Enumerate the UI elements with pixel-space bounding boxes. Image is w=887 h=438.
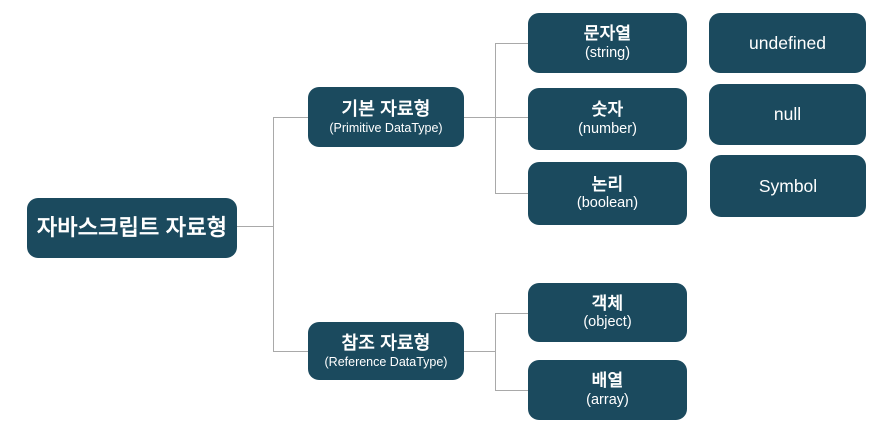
node-null: null [709,84,866,145]
connector-reference-trunk [495,313,496,390]
node-label: null [773,104,802,125]
node-label: 문자열 [583,24,632,44]
connector-reference-horizontal [464,351,495,352]
connector-to-primitive [273,117,308,118]
node-label: 객체 [591,293,624,313]
node-label: 배열 [591,371,624,391]
node-string: 문자열 (string) [528,13,687,73]
node-symbol: Symbol [710,155,866,217]
node-sublabel: (Primitive DataType) [329,120,443,135]
node-label: 기본 자료형 [341,98,431,119]
node-undefined: undefined [709,13,866,73]
connector-primitive-trunk [495,43,496,194]
connector-to-string [495,43,528,44]
node-object: 객체 (object) [528,283,687,342]
node-label: 논리 [591,174,624,194]
connector-to-array [495,390,528,391]
connector-primitive-horizontal [464,117,528,118]
node-label: undefined [749,32,826,53]
node-sublabel: (string) [584,44,631,61]
node-sublabel: (boolean) [576,195,639,212]
node-sublabel: (object) [583,314,632,331]
node-javascript-datatypes: 자바스크립트 자료형 [27,198,237,258]
node-number: 숫자 (number) [528,88,687,150]
node-primitive-datatype: 기본 자료형 (Primitive DataType) [308,87,464,147]
node-sublabel: (number) [578,120,637,137]
connector-to-boolean [495,193,528,194]
node-reference-datatype: 참조 자료형 (Reference DataType) [308,322,464,380]
connector-to-object [495,313,528,314]
connector-main-trunk [273,117,274,352]
node-boolean: 논리 (boolean) [528,162,687,225]
connector-to-reference [273,351,308,352]
node-label: Symbol [758,175,818,196]
node-sublabel: (Reference DataType) [324,354,448,369]
node-label: 자바스크립트 자료형 [36,215,228,241]
node-label: 참조 자료형 [341,332,431,353]
node-sublabel: (array) [586,391,629,408]
connector-root-horizontal [237,226,273,227]
node-label: 숫자 [591,100,624,120]
node-array: 배열 (array) [528,360,687,420]
